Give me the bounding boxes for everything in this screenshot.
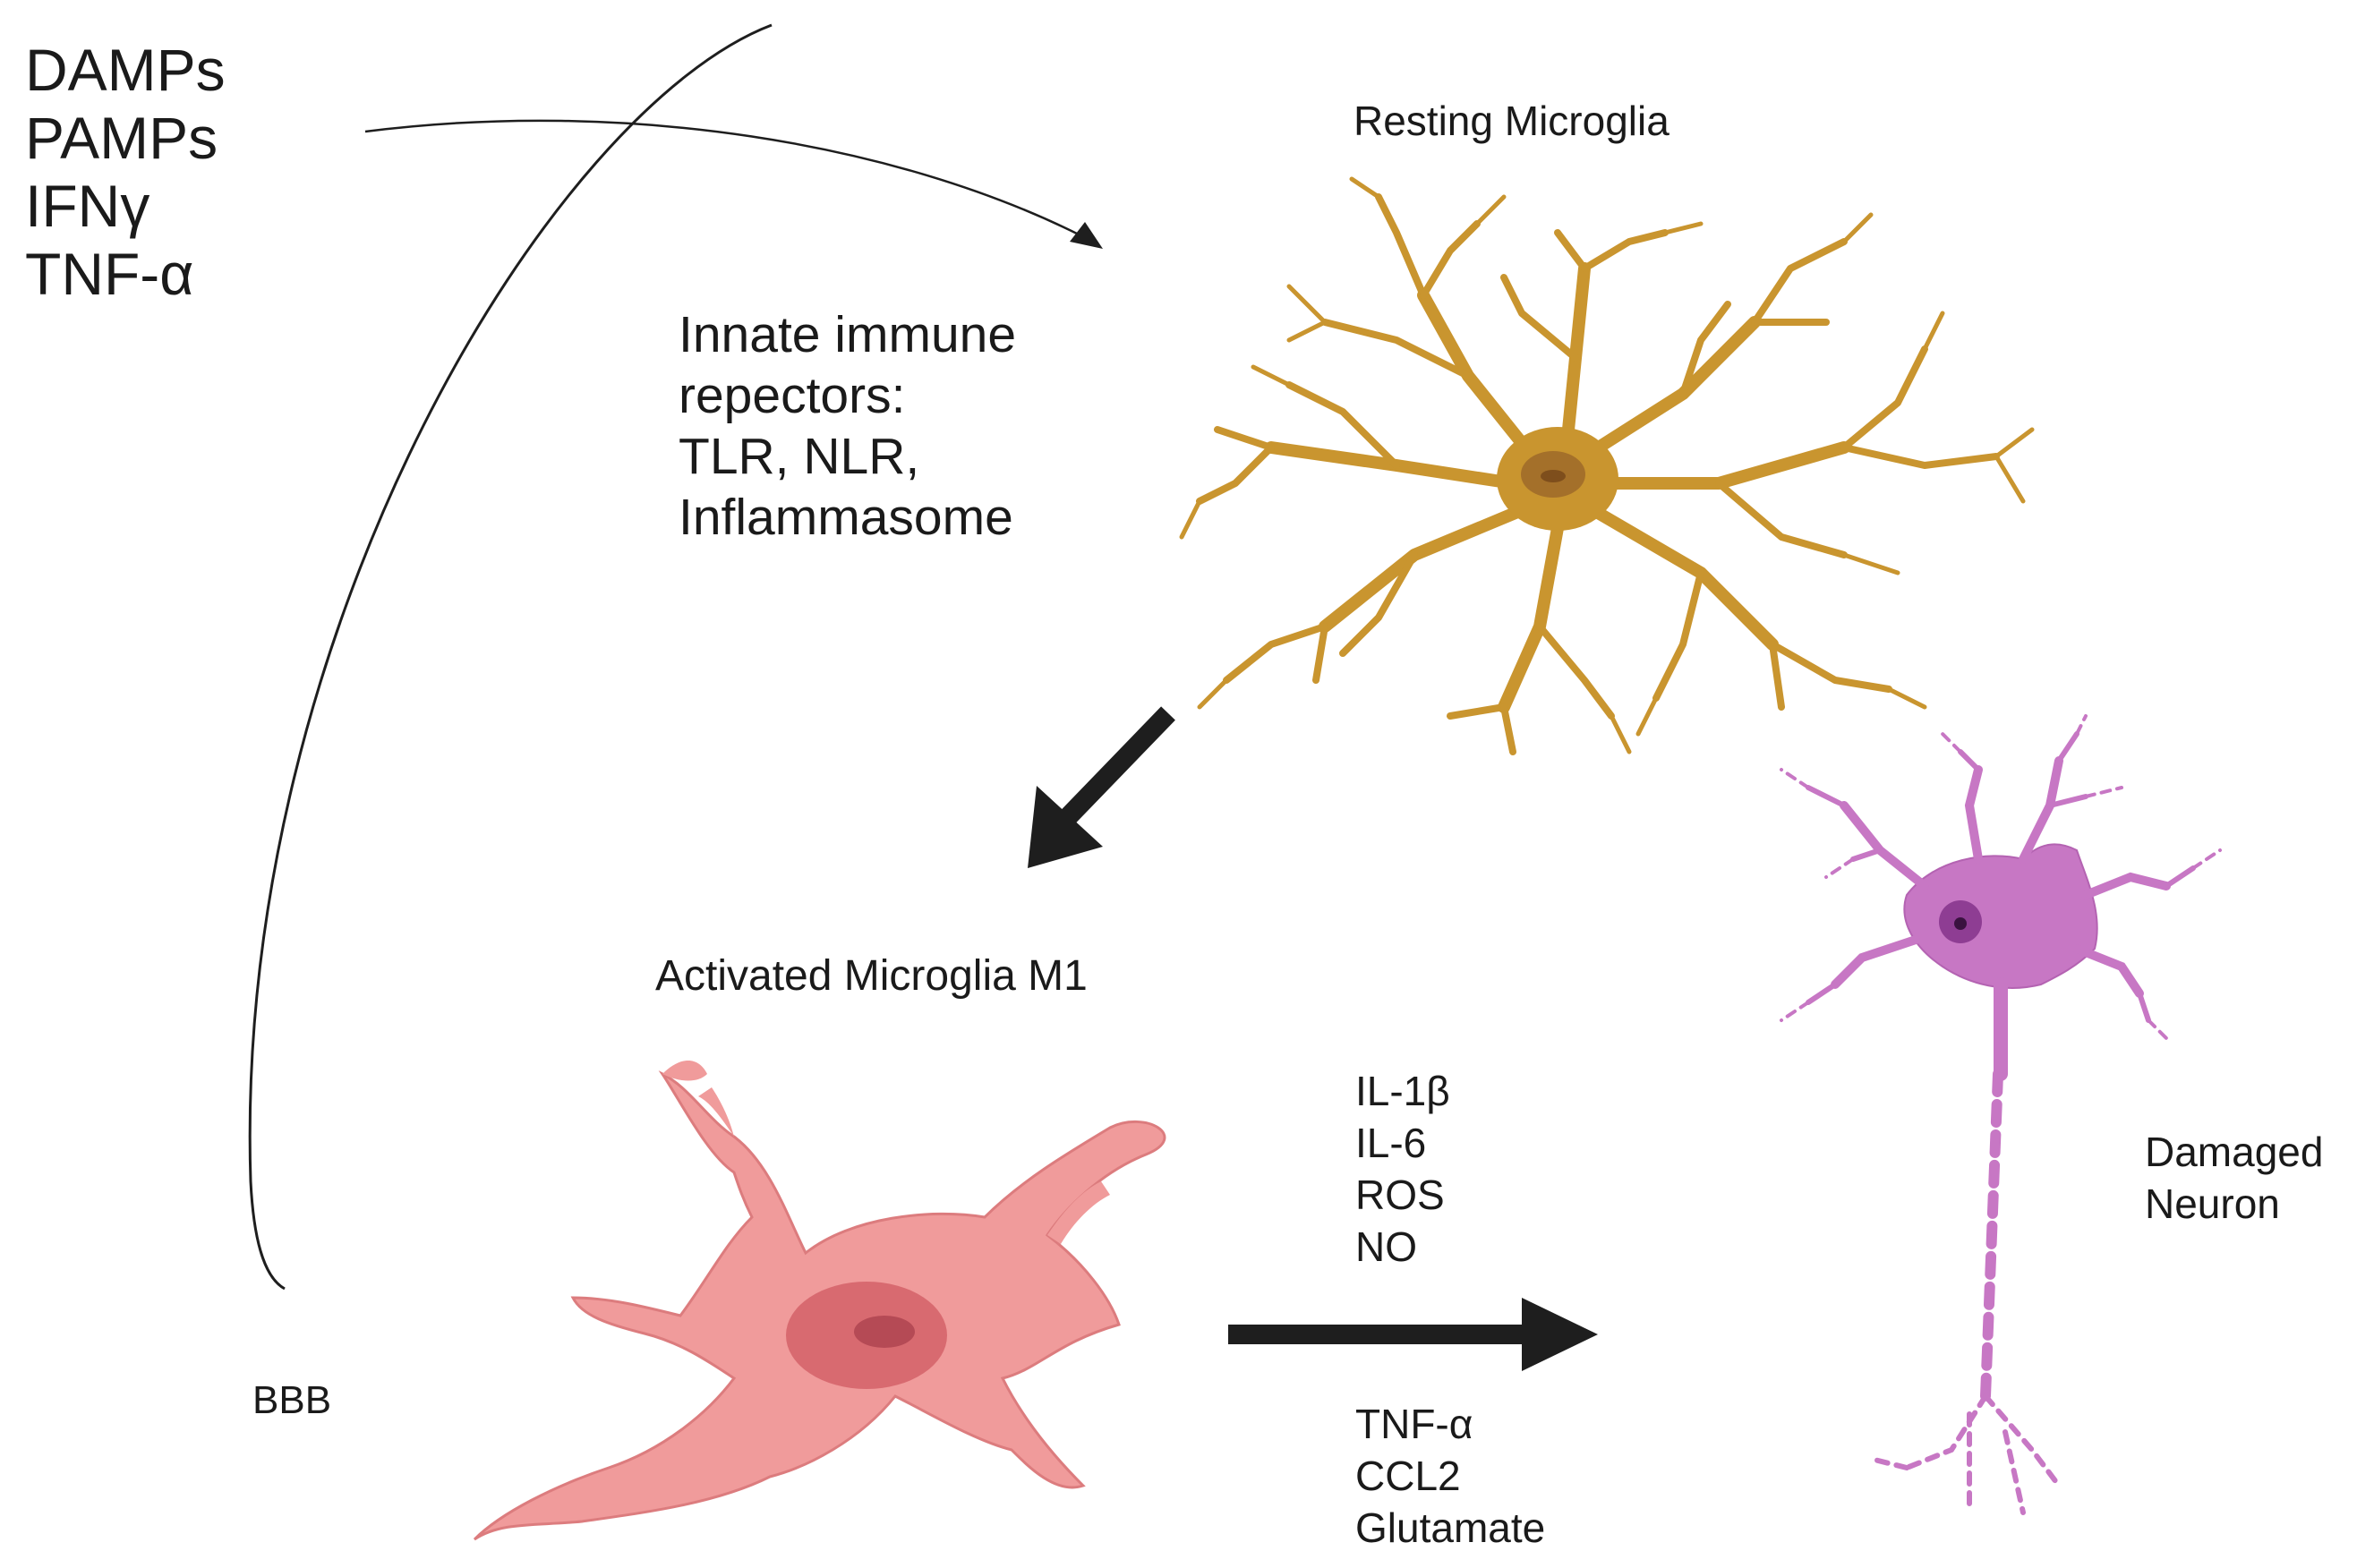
damaged-neuron-icon [1780, 714, 2222, 1515]
cytokines-lower: TNF-α CCL2 Glutamate [1355, 1398, 1545, 1554]
cytokines-upper: IL-1β IL-6 ROS NO [1355, 1065, 1450, 1273]
cytokine-glutamate: Glutamate [1355, 1504, 1546, 1551]
bbb-curve [248, 23, 773, 1291]
receptor-line-1: Innate immune [679, 306, 1017, 363]
receptor-label: Innate immune repectors: TLR, NLR, Infla… [679, 304, 1016, 548]
stimuli-arrow-head [1070, 222, 1103, 249]
cytokine-no: NO [1355, 1223, 1417, 1270]
receptor-line-2: repectors: [679, 367, 906, 424]
neuron-label-line-2: Neuron [2145, 1180, 2280, 1227]
stimulus-tnf: TNF-α [25, 241, 194, 307]
bbb-label: BBB [252, 1378, 332, 1422]
activated-microglia-label: Activated Microglia M1 [655, 952, 1088, 1000]
stimuli-arrow-line [364, 119, 1080, 236]
cytokine-il6: IL-6 [1355, 1120, 1427, 1166]
release-arrow [1228, 1298, 1598, 1371]
receptor-line-4: Inflammasome [679, 489, 1013, 546]
cytokine-il1b: IL-1β [1355, 1068, 1450, 1114]
cytokine-ccl2: CCL2 [1355, 1453, 1461, 1499]
cytokine-tnf: TNF-α [1355, 1401, 1473, 1447]
damaged-neuron-label: Damaged Neuron [2145, 1126, 2323, 1230]
cytokine-ros: ROS [1355, 1172, 1445, 1218]
resting-microglia-label: Resting Microglia [1354, 98, 1669, 144]
resting-microglia-icon [1179, 176, 2035, 755]
neuron-label-line-1: Damaged [2145, 1129, 2324, 1175]
stimulus-pamps: PAMPs [25, 105, 218, 171]
stimuli-list: DAMPs PAMPs IFNγ TNF-α [25, 36, 226, 308]
receptor-line-3: TLR, NLR, [679, 428, 920, 485]
stimulus-damps: DAMPs [25, 37, 226, 103]
activation-arrow [1028, 706, 1175, 868]
activated-microglia-icon [473, 1061, 1166, 1541]
stimulus-ifn: IFNγ [25, 173, 150, 239]
